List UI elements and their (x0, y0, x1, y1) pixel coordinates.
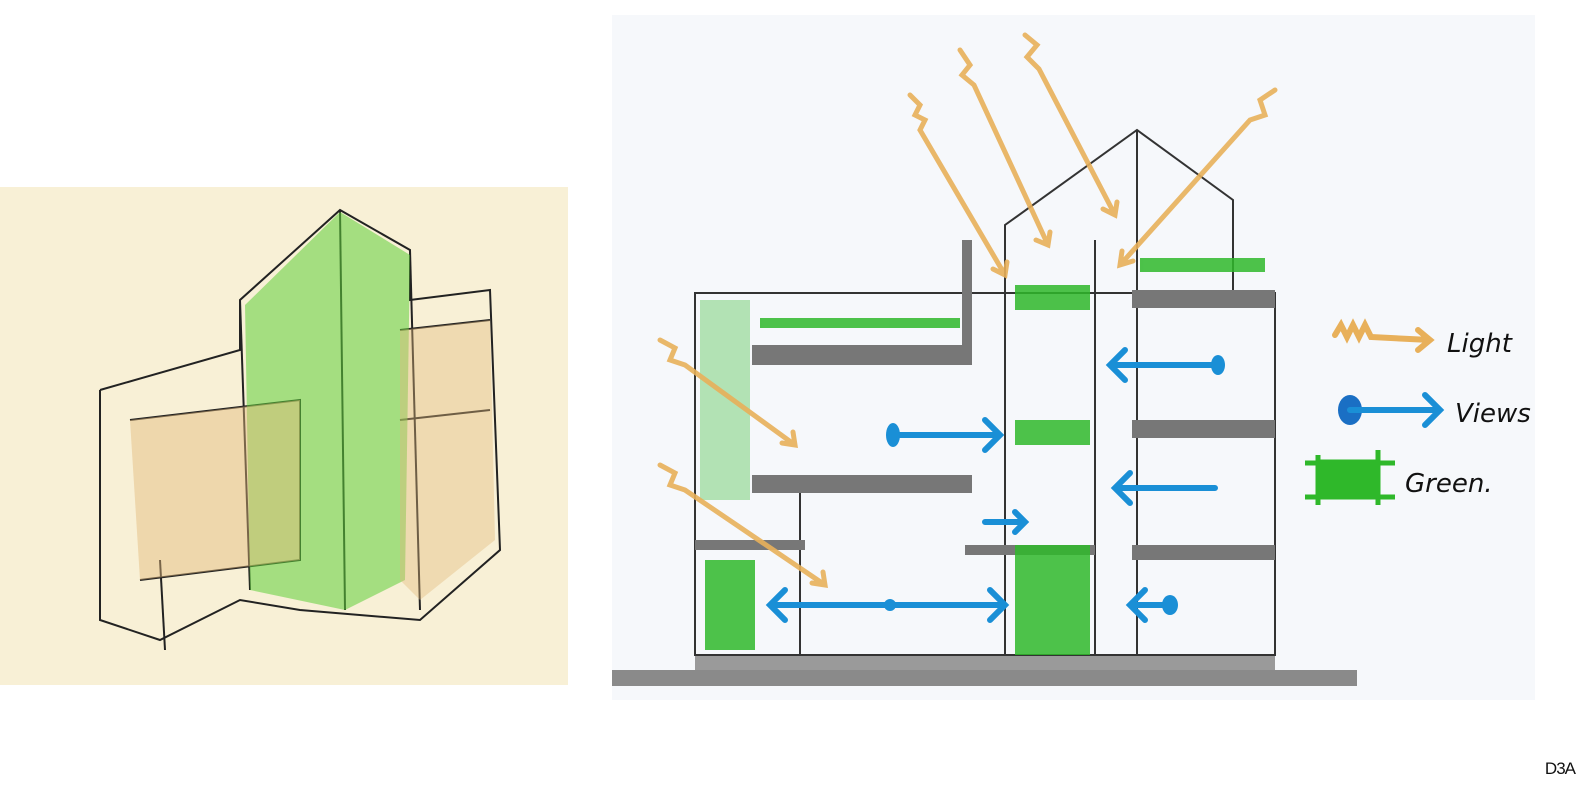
building-section (612, 15, 1535, 700)
greenery (700, 258, 1265, 655)
light-legend-icon (1332, 318, 1435, 353)
isometric-sketch (0, 187, 568, 685)
green-legend-icon (1305, 450, 1395, 505)
legend-light-label: Light (1447, 329, 1513, 359)
legend-green-label: Green. (1405, 469, 1493, 499)
legend-views-label: Views (1455, 399, 1531, 429)
green-core (245, 212, 410, 610)
credit-label: D3A (1544, 759, 1576, 778)
views-legend-icon (1338, 392, 1445, 428)
legend: Light Views Green. (1305, 318, 1531, 505)
light-arrows (657, 32, 1278, 588)
